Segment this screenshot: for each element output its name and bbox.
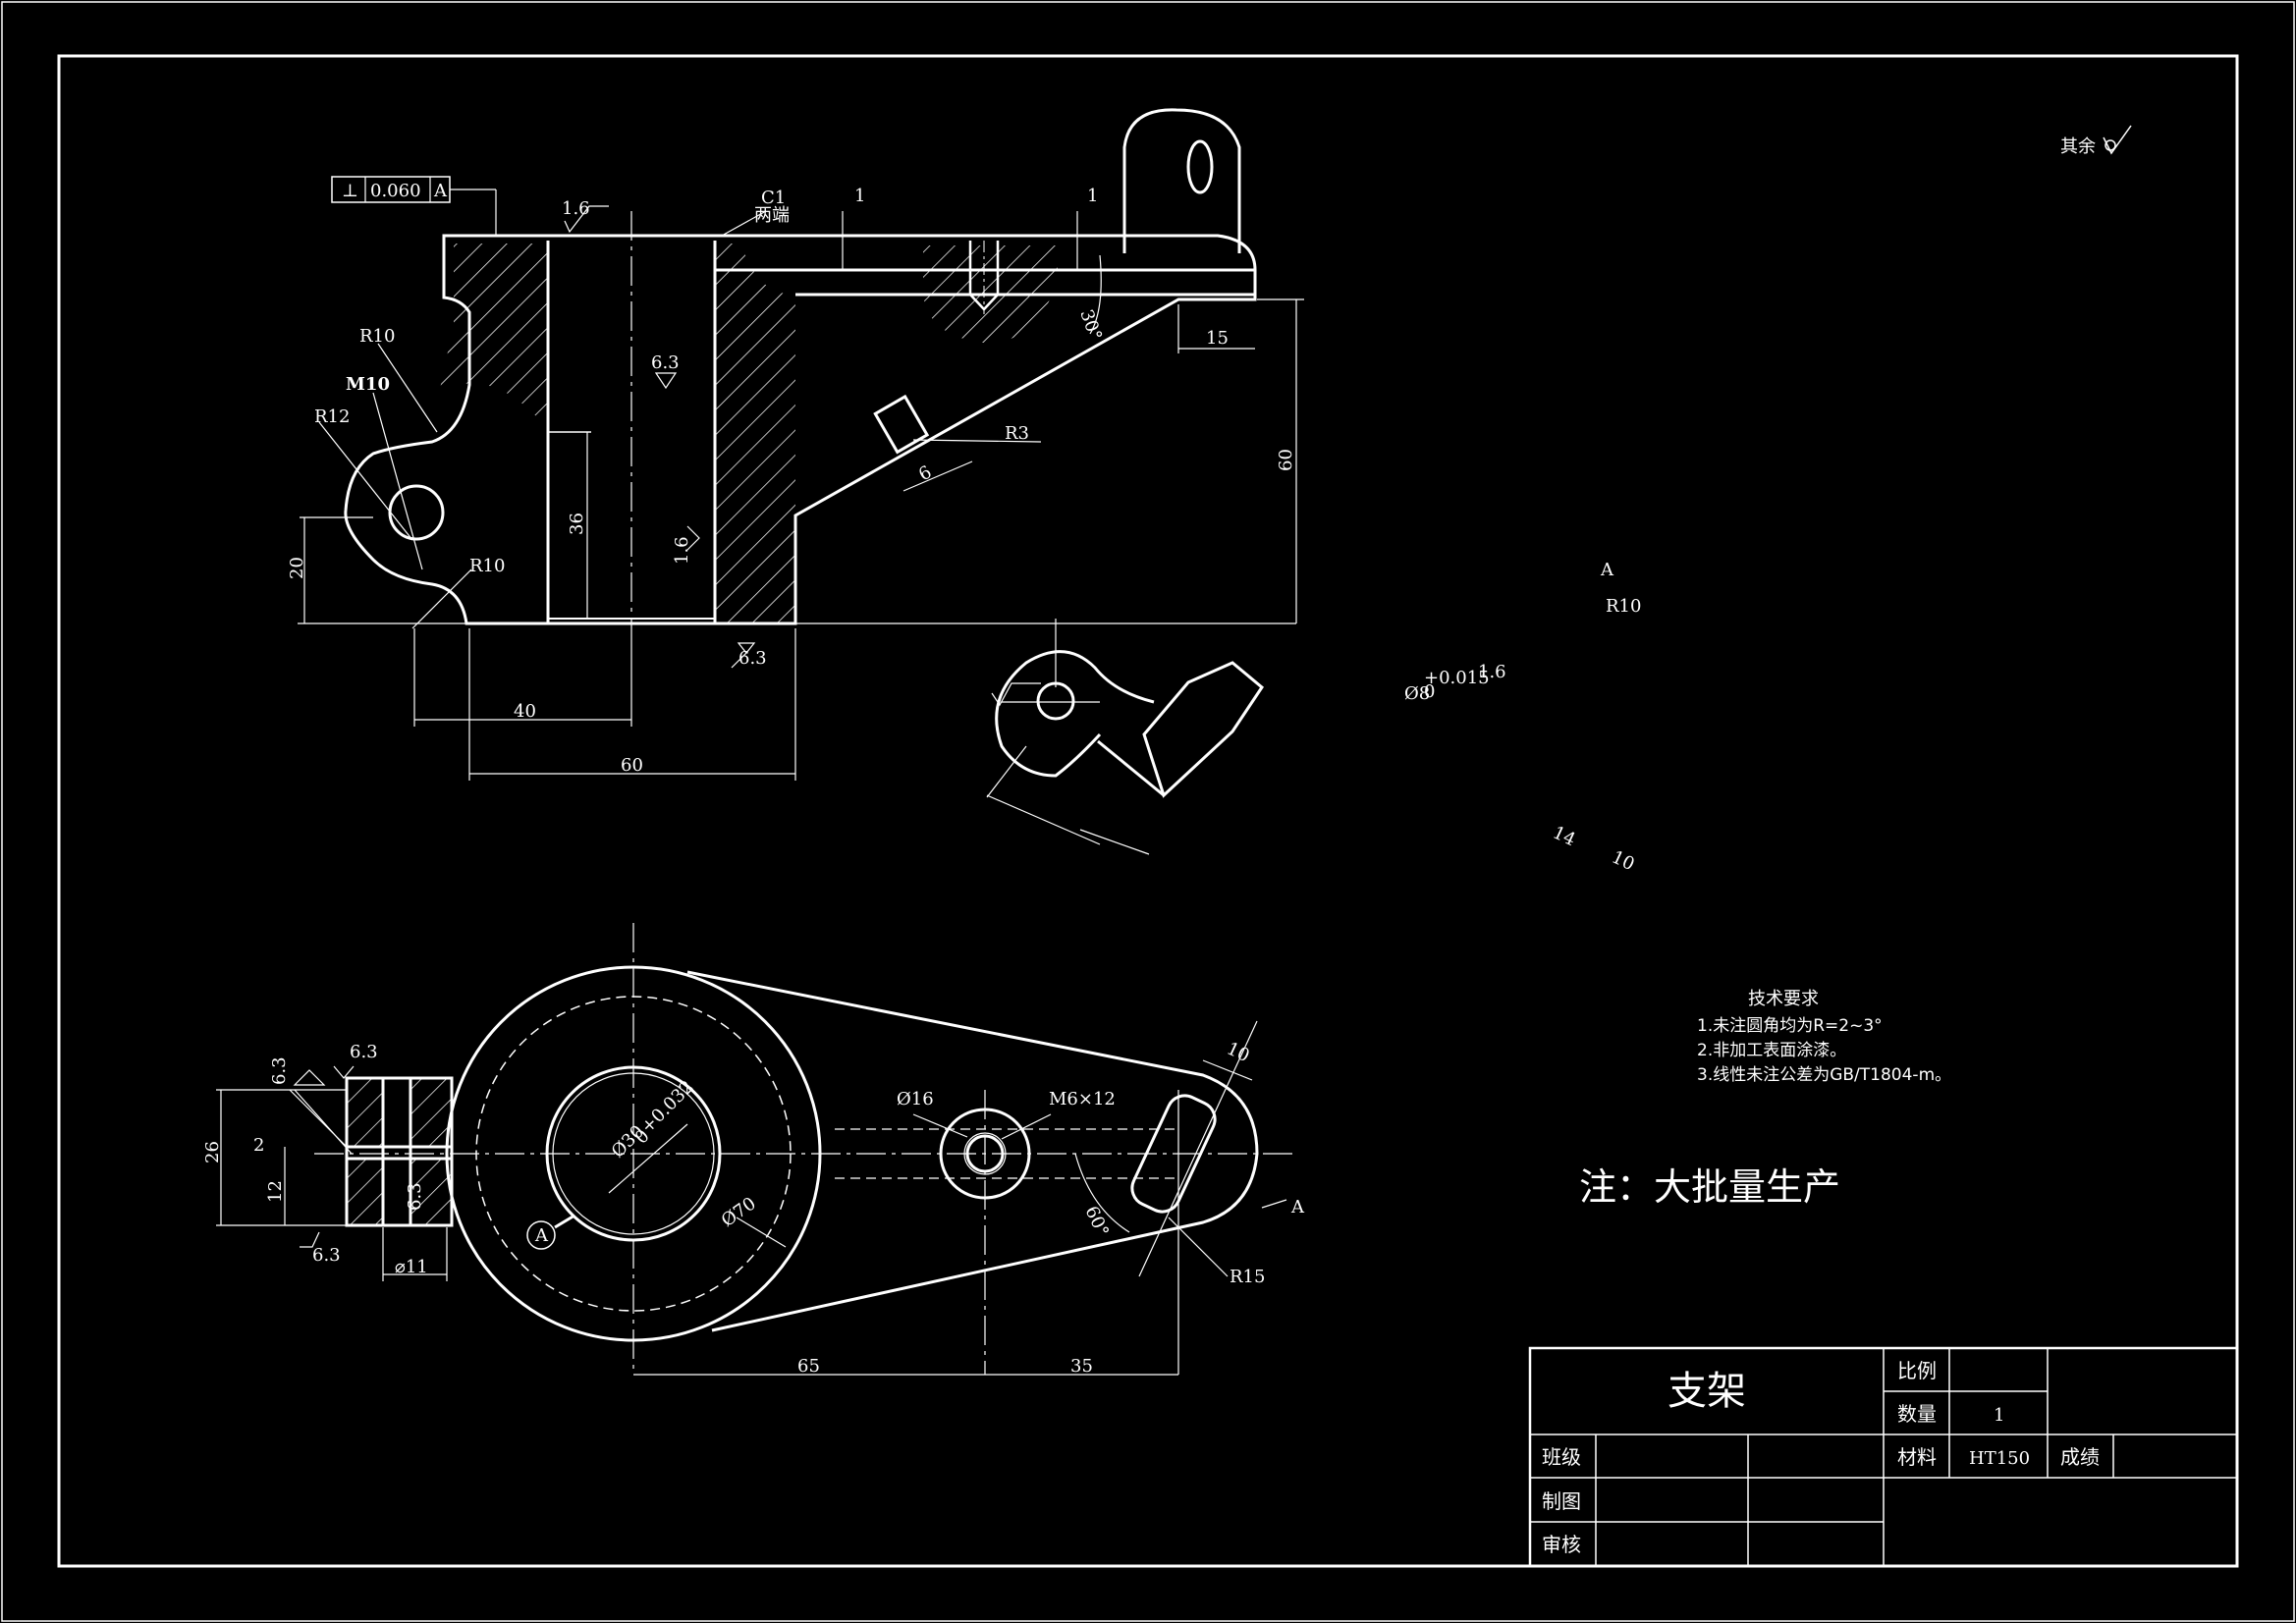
rib-tab: [873, 394, 930, 455]
svg-text:Ø70: Ø70: [718, 1193, 760, 1231]
title-block: [1528, 1346, 2239, 1568]
svg-text:0.060: 0.060: [370, 181, 421, 201]
aux-outline: [995, 650, 1155, 778]
svg-text:数量: 数量: [1897, 1402, 1937, 1426]
svg-text:20: 20: [287, 557, 307, 579]
svg-text:6.3: 6.3: [350, 1042, 378, 1062]
aux-view-text: A R10 Ø8 +0.015 0 1.6 14 10: [1404, 560, 1641, 875]
svg-text:成绩: 成绩: [2060, 1445, 2100, 1469]
svg-text:R10: R10: [469, 556, 505, 576]
svg-text:R12: R12: [314, 406, 350, 427]
svg-text:+0.015: +0.015: [1424, 668, 1490, 688]
aux-view-a: [986, 619, 1264, 855]
svg-text:M10: M10: [346, 374, 390, 395]
svg-text:10: 10: [1609, 846, 1638, 875]
svg-text:36: 36: [567, 513, 587, 535]
svg-text:2.非加工表面涂漆。: 2.非加工表面涂漆。: [1697, 1041, 1846, 1060]
svg-text:65: 65: [797, 1356, 820, 1377]
svg-text:6.3: 6.3: [405, 1182, 425, 1211]
svg-text:6.3: 6.3: [738, 648, 767, 669]
svg-text:C1: C1: [761, 188, 786, 208]
production-note: 注：大批量生产: [1579, 1165, 1840, 1209]
front-annotations: [300, 176, 1304, 781]
svg-text:A: A: [534, 1225, 549, 1246]
tech-requirements: 技术要求 1.未注圆角均为R=2~3° 2.非加工表面涂漆。 3.线性未注公差为…: [1697, 989, 1951, 1085]
top-ear: [1122, 108, 1241, 236]
svg-text:支架: 支架: [1667, 1369, 1746, 1414]
svg-text:0: 0: [1424, 681, 1435, 702]
svg-text:R10: R10: [359, 326, 395, 347]
svg-text:1: 1: [1994, 1405, 2004, 1426]
svg-text:1.未注圆角均为R=2~3°: 1.未注圆角均为R=2~3°: [1697, 1016, 1883, 1036]
svg-text:技术要求: 技术要求: [1748, 989, 1819, 1009]
svg-text:14: 14: [1550, 822, 1579, 850]
svg-text:26: 26: [202, 1141, 223, 1163]
svg-text:比例: 比例: [1897, 1359, 1937, 1382]
svg-text:+0.032: +0.032: [637, 1077, 698, 1138]
svg-text:其余: 其余: [2060, 136, 2096, 157]
svg-text:60: 60: [621, 755, 643, 776]
svg-text:6.3: 6.3: [651, 352, 680, 373]
front-view: [298, 108, 1296, 638]
svg-text:30°: 30°: [1075, 307, 1106, 344]
svg-text:60: 60: [1276, 449, 1296, 471]
svg-text:6.3: 6.3: [312, 1245, 341, 1266]
svg-text:A: A: [1290, 1197, 1305, 1217]
lug: [345, 1076, 454, 1227]
svg-text:HT150: HT150: [1969, 1448, 2030, 1469]
section-hatch-right: [715, 243, 795, 623]
front-dimension-text: 0.060 A ⊥ 1.6 6.3 1.6 6.3 C1 两端 1 1 R10 …: [287, 181, 1296, 776]
svg-text:12: 12: [265, 1180, 286, 1203]
svg-text:3.线性未注公差为GB/T1804-m。: 3.线性未注公差为GB/T1804-m。: [1697, 1065, 1951, 1085]
svg-text:审核: 审核: [1542, 1533, 1581, 1556]
aux-hole: [1036, 681, 1075, 721]
svg-text:15: 15: [1206, 328, 1229, 349]
svg-text:6: 6: [915, 461, 935, 485]
top-view: [216, 923, 1296, 1376]
svg-text:1: 1: [854, 186, 865, 206]
svg-text:1.6: 1.6: [672, 536, 692, 565]
section-hatch-left: [437, 243, 548, 430]
svg-text:1: 1: [1087, 186, 1098, 206]
svg-text:R10: R10: [1606, 596, 1641, 617]
svg-text:6.3: 6.3: [269, 1056, 290, 1085]
svg-text:40: 40: [514, 701, 536, 722]
svg-text:材料: 材料: [1897, 1445, 1937, 1469]
datum-a-circle: [526, 1220, 556, 1250]
svg-text:R15: R15: [1230, 1267, 1265, 1287]
svg-text:Ø16: Ø16: [897, 1089, 934, 1109]
svg-text:2: 2: [253, 1135, 264, 1156]
general-roughness-note: 其余: [2060, 125, 2132, 157]
svg-text:A: A: [433, 181, 448, 201]
svg-text:60°: 60°: [1080, 1203, 1113, 1240]
svg-text:⊥: ⊥: [342, 181, 358, 201]
svg-text:制图: 制图: [1542, 1489, 1581, 1513]
svg-text:两端: 两端: [754, 205, 790, 226]
svg-text:班级: 班级: [1542, 1445, 1581, 1469]
svg-text:35: 35: [1070, 1356, 1093, 1377]
slot: [1130, 1094, 1217, 1214]
svg-text:⌀11: ⌀11: [395, 1257, 428, 1277]
svg-text:1.6: 1.6: [1478, 662, 1506, 682]
inner-border: [57, 54, 2239, 1568]
svg-text:R3: R3: [1005, 423, 1029, 444]
svg-text:1.6: 1.6: [562, 198, 590, 219]
title-block-text: 支架 比例 数量 1 材料 HT150 成绩 班级 制图 审核: [1542, 1359, 2100, 1556]
svg-text:M6×12: M6×12: [1049, 1089, 1116, 1109]
top-view-text: 6.3 6.3 6.3 6.3 26 2 12 ⌀11 65 35 10 Ø16…: [202, 1038, 1305, 1377]
svg-text:10: 10: [1224, 1038, 1253, 1066]
svg-text:Ø8: Ø8: [1404, 683, 1430, 704]
svg-text:A: A: [1600, 560, 1614, 580]
m10-hole: [388, 484, 445, 541]
ear-hole: [1186, 139, 1214, 194]
